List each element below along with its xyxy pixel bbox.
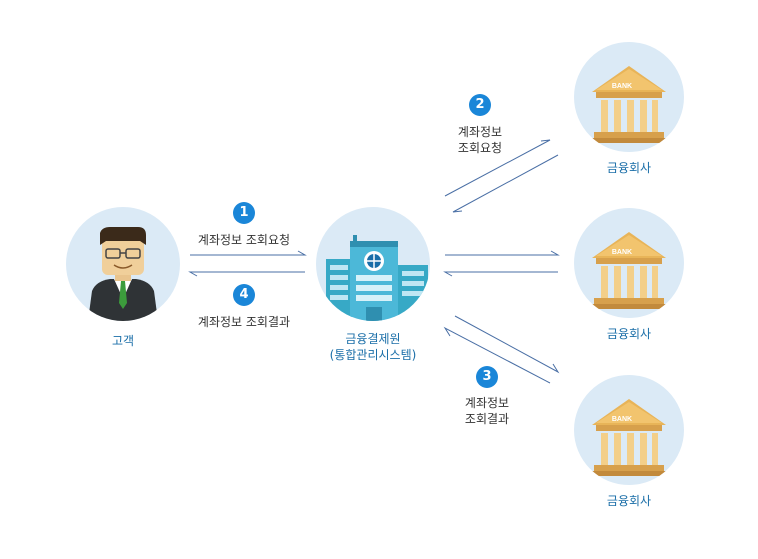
hub-label-line2: (통합관리시스템) [329, 348, 417, 362]
arrow-result-to-customer [188, 271, 305, 277]
bank-sign: BANK [612, 83, 632, 90]
bank-label-top: 금융회사 [606, 161, 652, 175]
arrow-result-from-bank-top [452, 154, 559, 213]
bank-icon: BANK [590, 399, 668, 476]
step-1-text: 계좌정보 조회요청 [197, 233, 291, 247]
customer-icon [88, 227, 158, 321]
step-2-line2: 조회요청 [457, 141, 503, 155]
step-4-badge: 4 [233, 284, 255, 306]
bank-circle: BANK [574, 208, 684, 318]
bank-sign: BANK [612, 416, 632, 423]
step-2-badge: 2 [469, 94, 491, 116]
customer-node: 고객 [66, 207, 180, 348]
hub-node: 금융결제원 (통합관리시스템) [316, 207, 430, 362]
step-4-text: 계좌정보 조회결과 [197, 315, 291, 329]
customer-circle [66, 207, 180, 321]
step-1-badge: 1 [233, 202, 255, 224]
bank-node-top: BANK 금융회사 [574, 42, 684, 175]
arrow-request-to-bank-middle [445, 250, 560, 256]
arrow-result-from-bank-middle [443, 271, 558, 277]
bank-label-bottom: 금융회사 [606, 494, 652, 508]
hub-circle [316, 207, 430, 321]
customer-label: 고객 [111, 334, 135, 348]
bank-node-middle: BANK 금융회사 [574, 208, 684, 341]
hub-label-line1: 금융결제원 [345, 332, 401, 346]
bank-icon: BANK [590, 66, 668, 143]
step-3-badge: 3 [476, 366, 498, 388]
arrow-request-to-bank-bottom [454, 315, 560, 374]
step-2-line1: 계좌정보 [457, 125, 503, 139]
bank-circle: BANK [574, 42, 684, 152]
bank-sign: BANK [612, 249, 632, 256]
bank-label-middle: 금융회사 [606, 327, 652, 341]
bank-node-bottom: BANK 금융회사 [574, 375, 684, 508]
arrow-result-from-bank-bottom [443, 326, 551, 384]
arrow-request-to-hub [190, 250, 307, 256]
bank-circle: BANK [574, 375, 684, 485]
bank-icon: BANK [590, 232, 668, 309]
step-3-line1: 계좌정보 [464, 396, 510, 410]
building-icon [326, 235, 428, 321]
arrow-request-to-bank-top [444, 139, 551, 197]
step-3-line2: 조회결과 [464, 412, 510, 426]
